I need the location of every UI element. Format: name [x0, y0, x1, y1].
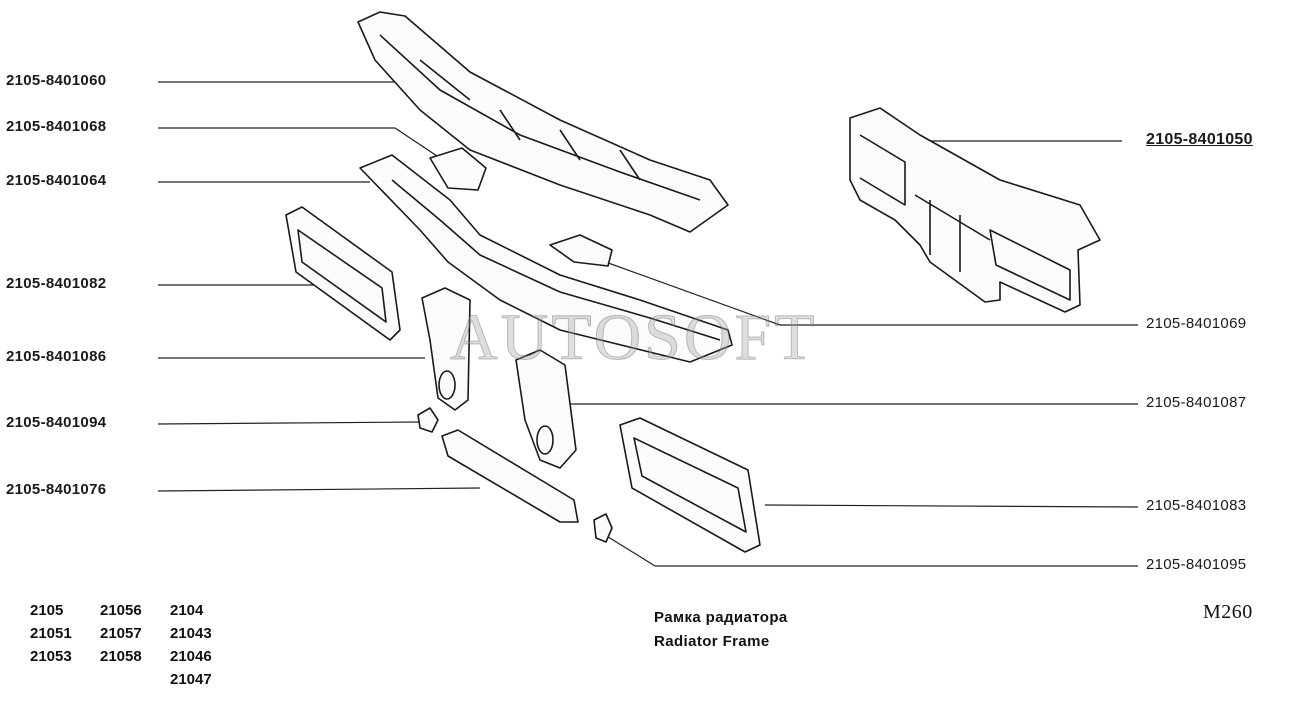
part-label-8401068[interactable]: 2105-8401068 — [6, 118, 107, 135]
model-item: 21047 — [170, 671, 212, 688]
leader-8401076 — [157, 487, 481, 492]
lower-cross-member — [359, 154, 733, 363]
right-upright — [515, 349, 577, 469]
model-item: 2105 — [30, 602, 64, 619]
part-label-8401094[interactable]: 2105-8401094 — [6, 414, 107, 431]
lower-panel — [441, 429, 579, 523]
page-code: M260 — [1203, 601, 1253, 623]
right-headlamp-frame-inner — [633, 437, 747, 533]
left-headlamp-frame — [285, 206, 401, 341]
part-label-8401095[interactable]: 2105-8401095 — [1146, 556, 1247, 573]
model-item: 21053 — [30, 648, 72, 665]
lower-cross-member-ribs — [391, 179, 721, 341]
right-headlamp-frame — [619, 417, 761, 553]
upper-cross-member-ribs — [379, 34, 701, 201]
model-item-empty — [100, 671, 170, 694]
part-label-8401083[interactable]: 2105-8401083 — [1146, 497, 1247, 514]
part-label-8401060[interactable]: 2105-8401060 — [6, 72, 107, 89]
title-english: Radiator Frame — [654, 633, 770, 650]
model-item: 21046 — [170, 648, 212, 665]
model-item-empty — [30, 671, 100, 694]
part-label-8401086[interactable]: 2105-8401086 — [6, 348, 107, 365]
left-upright-hole — [438, 370, 456, 400]
leader-8401083 — [764, 504, 1139, 508]
assembled-radiator-frame — [849, 107, 1101, 313]
model-item: 21051 — [30, 625, 72, 642]
assembled-frame-details — [859, 134, 1071, 301]
model-item: 2104 — [170, 602, 204, 619]
leader-8401068b — [394, 127, 441, 159]
part-label-8401076[interactable]: 2105-8401076 — [6, 481, 107, 498]
part-label-8401064[interactable]: 2105-8401064 — [6, 172, 107, 189]
model-item: 21057 — [100, 625, 142, 642]
model-item: 21056 — [100, 602, 142, 619]
leader-8401094 — [157, 421, 421, 425]
part-label-8401069[interactable]: 2105-8401069 — [1146, 315, 1247, 332]
right-upright-hole — [536, 425, 554, 455]
part-label-8401050[interactable]: 2105-8401050 — [1146, 131, 1253, 148]
leader-8401095 — [604, 534, 656, 567]
bracket-right — [549, 234, 613, 267]
leader-8401069 — [599, 259, 781, 326]
model-item: 21058 — [100, 648, 142, 665]
title-russian: Рамка радиатора — [654, 609, 788, 626]
small-plate-right — [593, 513, 613, 543]
bracket-left — [429, 147, 487, 191]
diagram-title: Рамка радиатора Radiator Frame — [654, 606, 788, 654]
part-label-8401087[interactable]: 2105-8401087 — [1146, 394, 1247, 411]
left-upright — [421, 287, 471, 411]
left-headlamp-frame-inner — [297, 229, 387, 323]
model-item: 21043 — [170, 625, 212, 642]
part-label-8401082[interactable]: 2105-8401082 — [6, 275, 107, 292]
small-plate-left — [417, 407, 439, 433]
model-list: 2105 21056 2104 21051 21057 21043 21053 … — [30, 602, 240, 694]
